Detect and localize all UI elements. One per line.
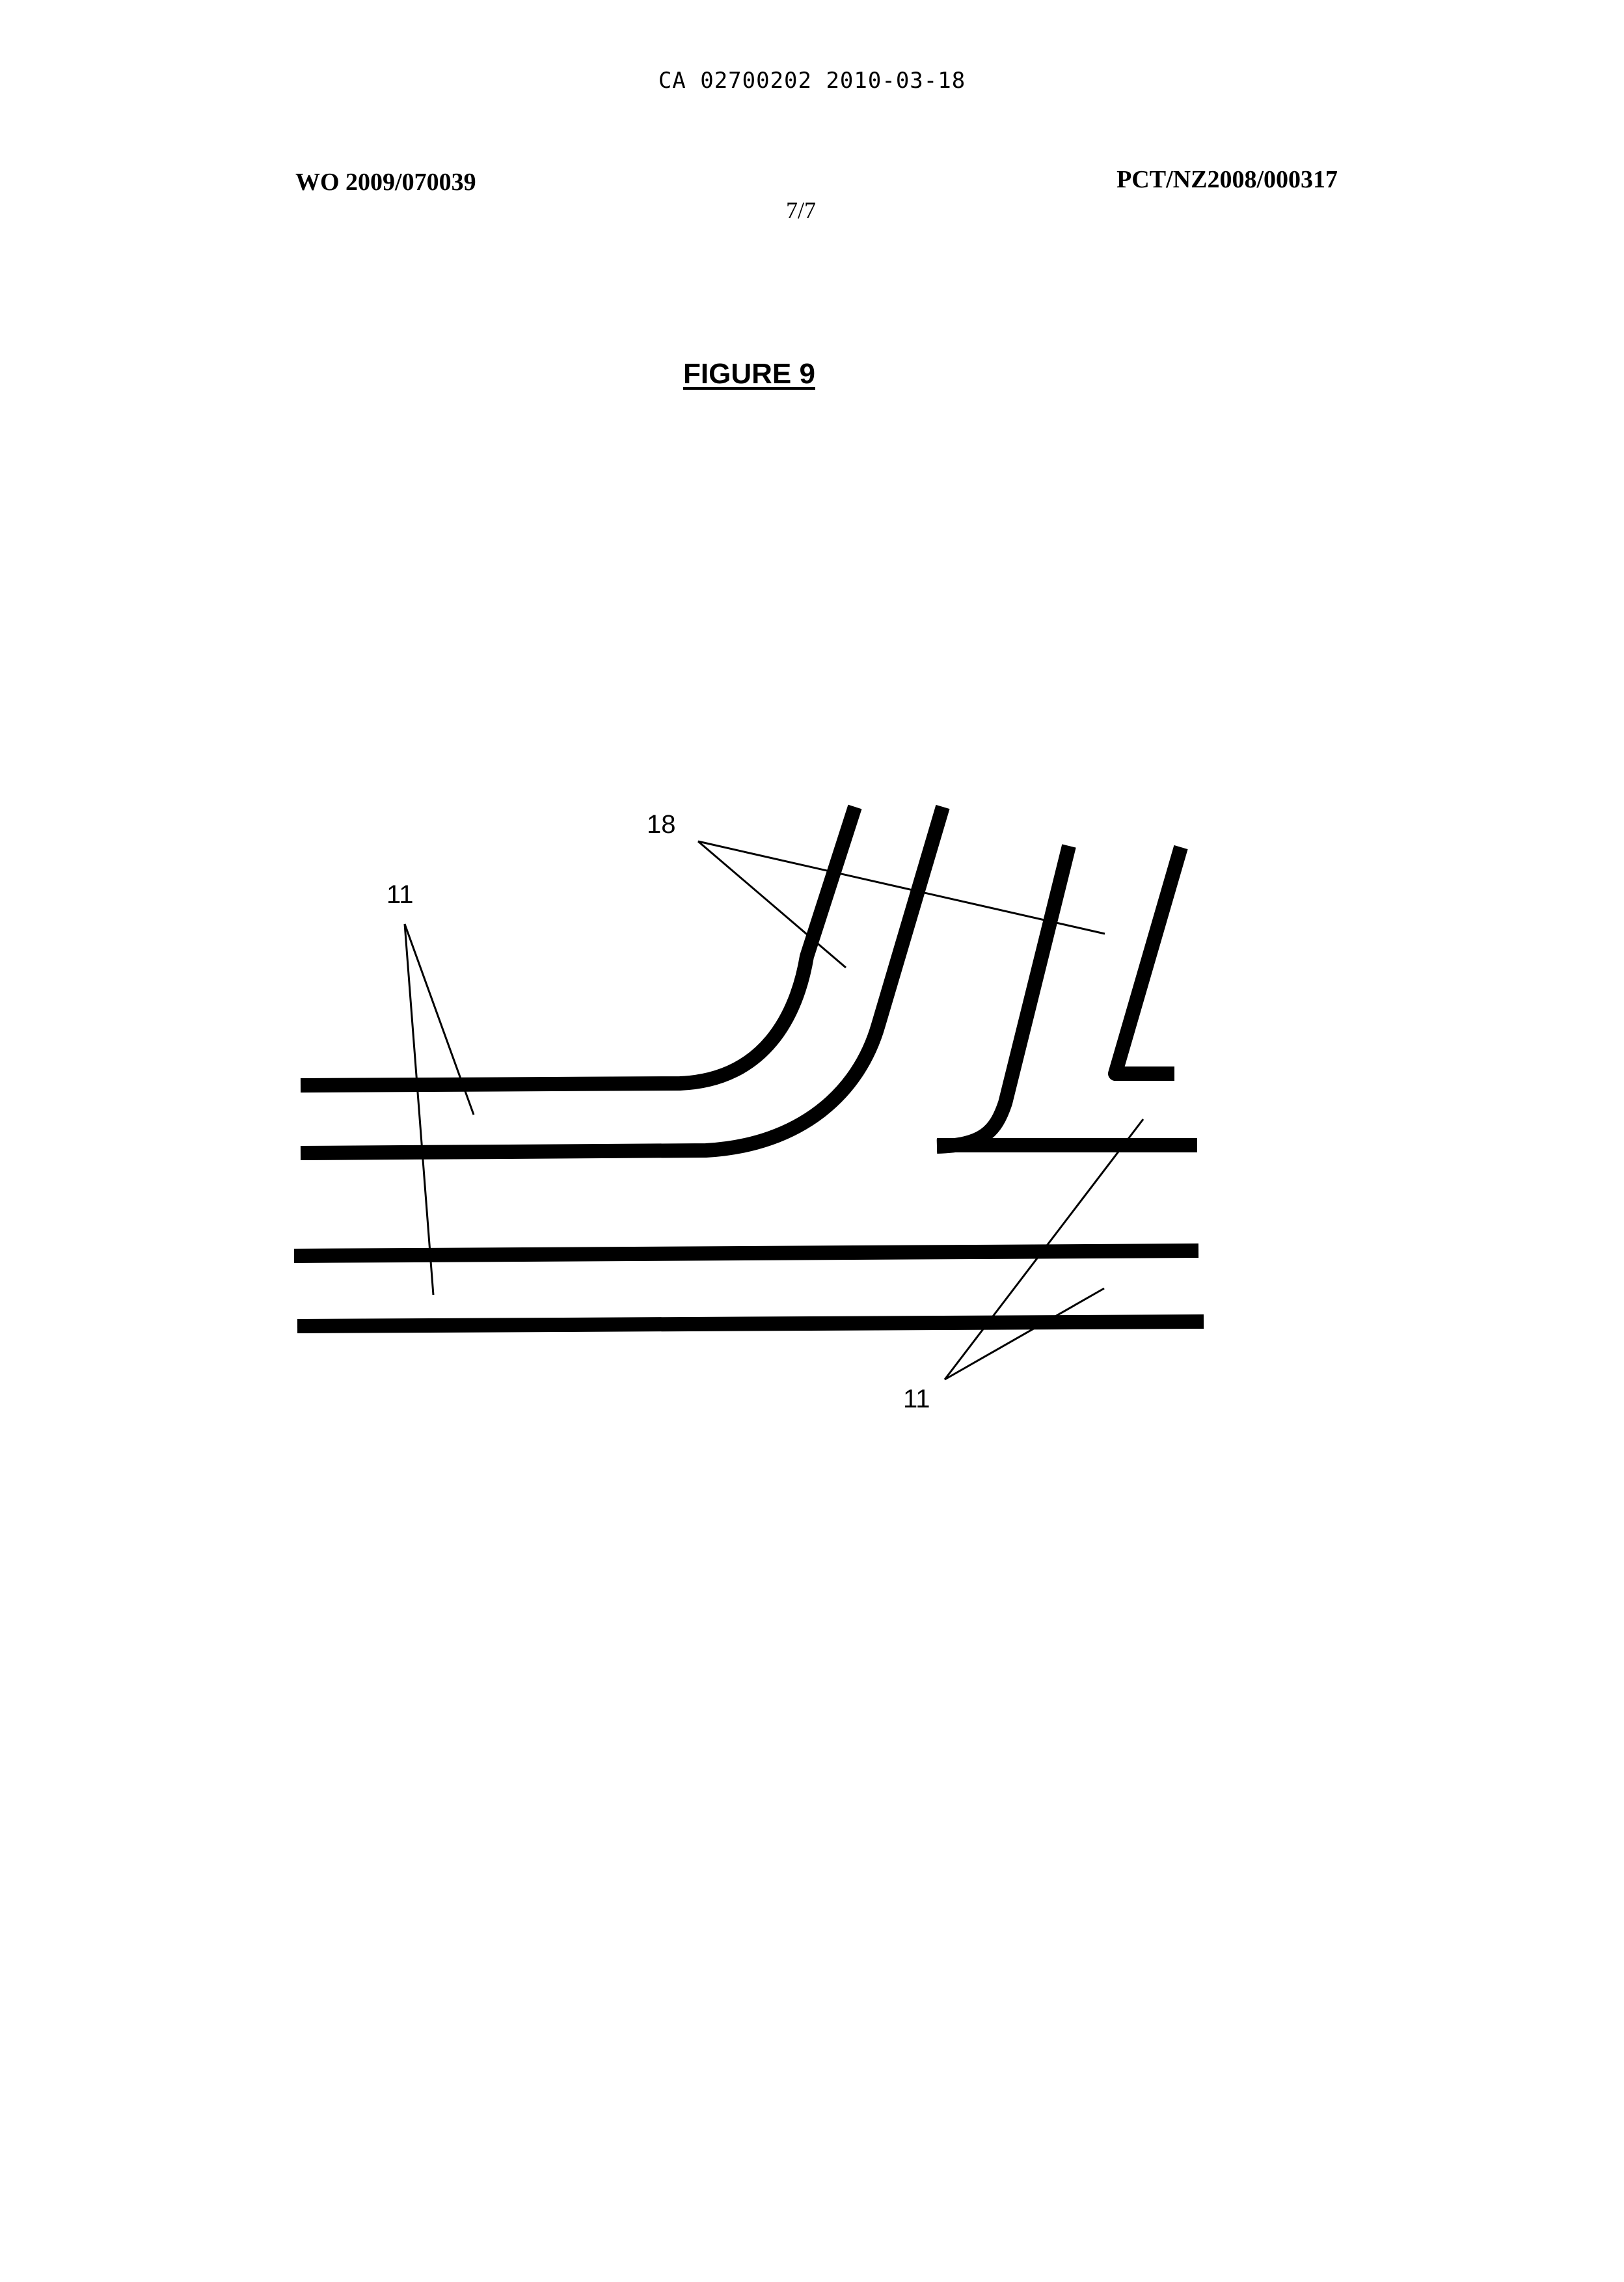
channel-line-angled-4 — [1115, 847, 1181, 1074]
leader-line-11-left-b — [405, 924, 433, 1295]
reference-numeral-18: 18 — [647, 810, 676, 839]
leader-line-11-right-b — [945, 1288, 1104, 1379]
channel-line-angled-3 — [937, 846, 1069, 1147]
channel-line-curved-1 — [301, 807, 855, 1085]
channel-line-curved-2 — [301, 807, 943, 1153]
leader-line-18-b — [698, 841, 1105, 934]
reference-numeral-11-right: 11 — [903, 1385, 930, 1414]
reference-numeral-11-left: 11 — [386, 880, 414, 910]
channel-line-straight-7 — [297, 1322, 1204, 1326]
